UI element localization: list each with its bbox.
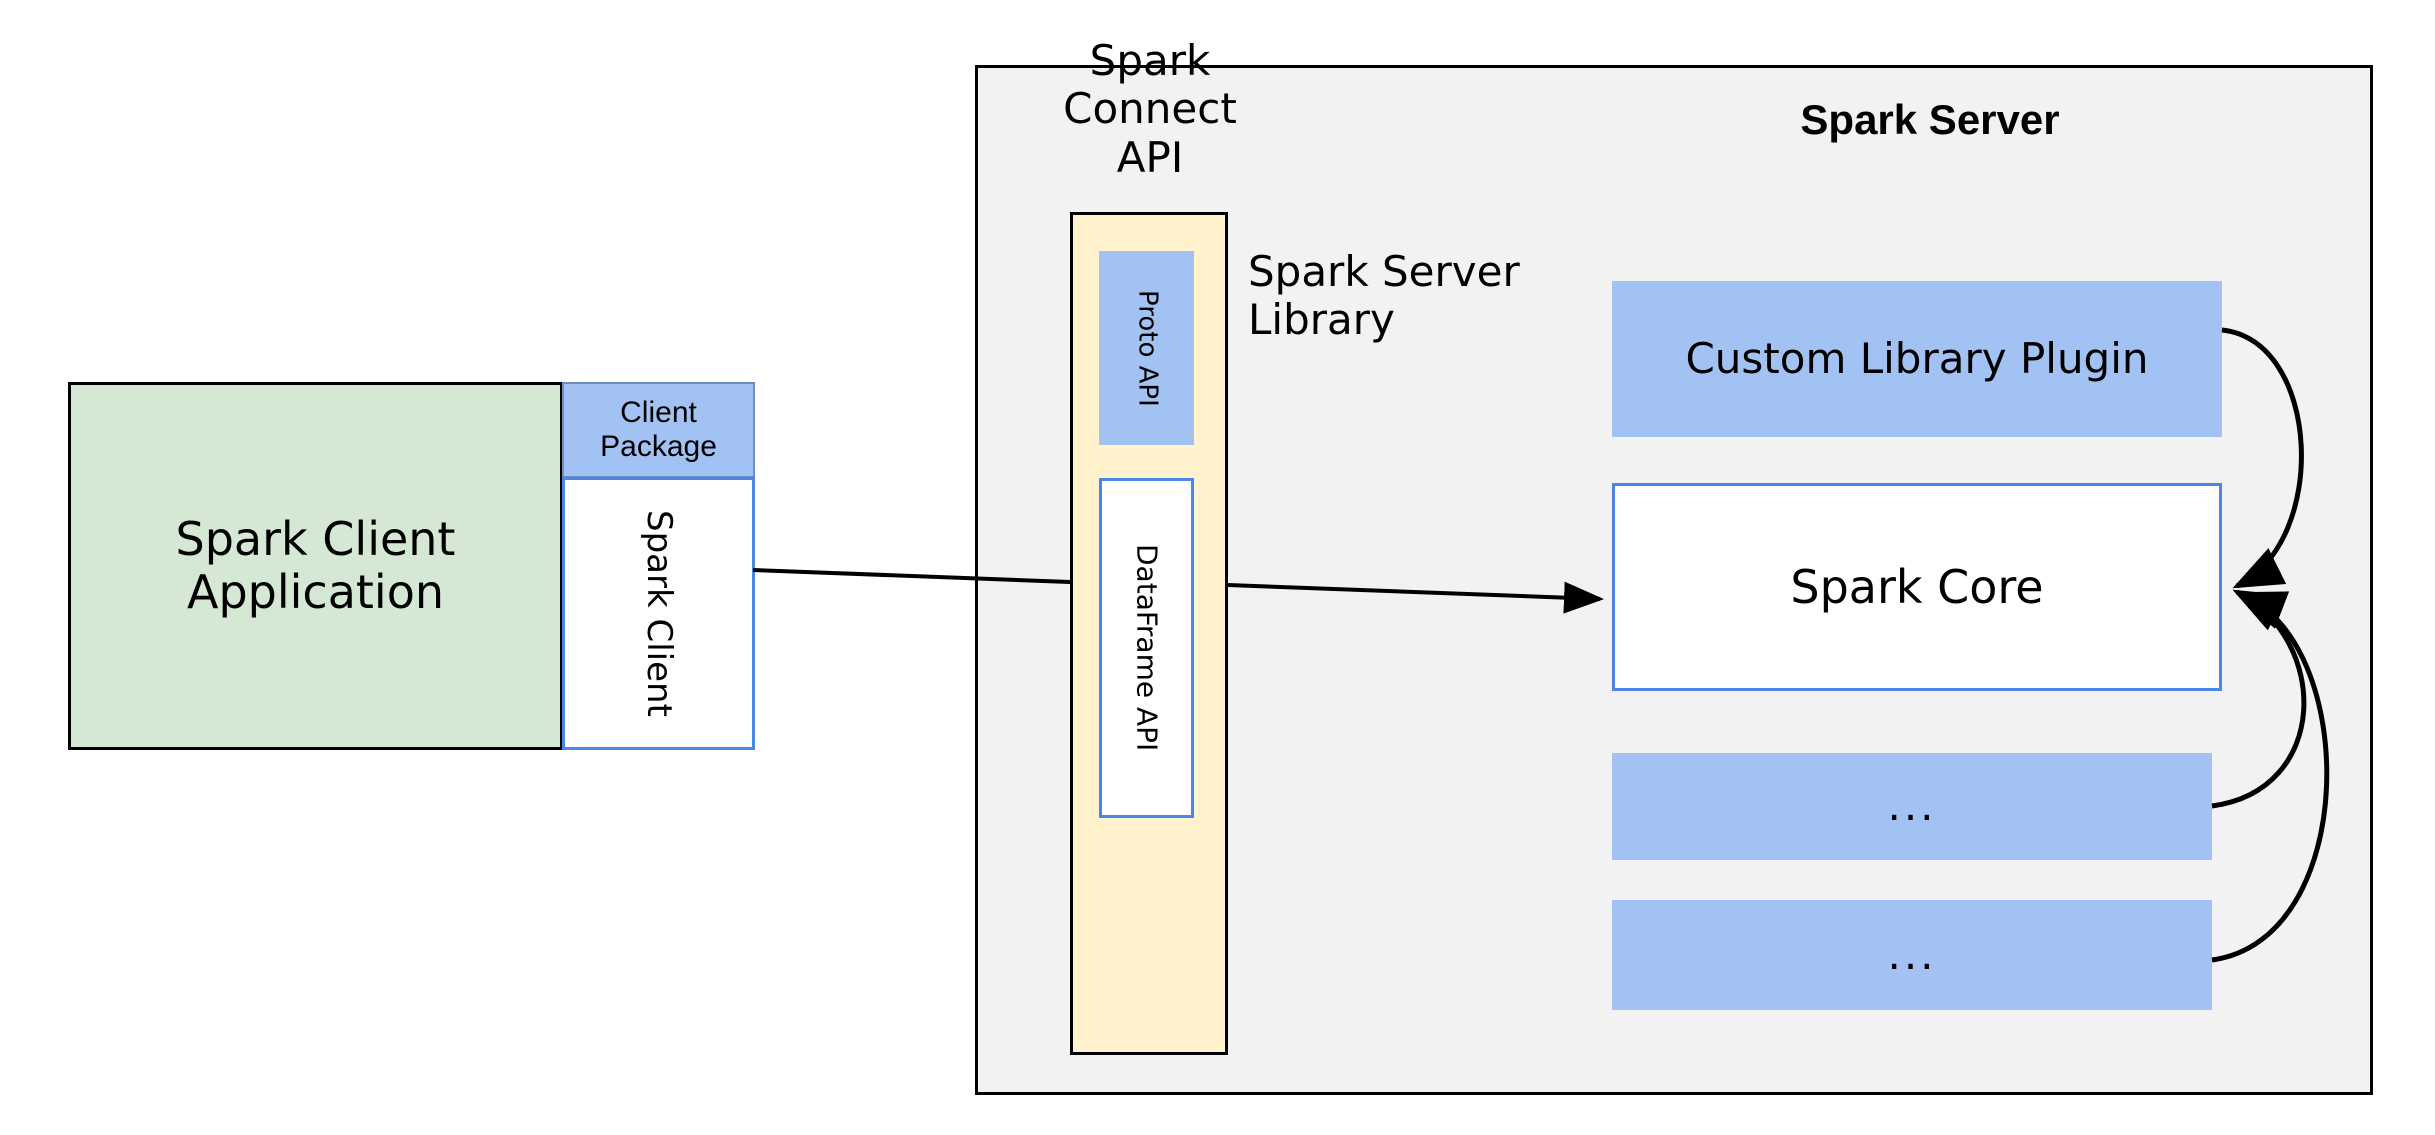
dataframe-api-box[interactable] (1099, 478, 1194, 818)
client-package-box[interactable] (562, 382, 755, 478)
custom-library-plugin-box[interactable] (1612, 281, 2222, 437)
module-ellipsis-2-box[interactable] (1612, 900, 2212, 1010)
spark-client-application-box[interactable] (68, 382, 563, 750)
spark-core-box[interactable] (1612, 483, 2222, 691)
proto-api-box[interactable] (1099, 251, 1194, 445)
spark-client-box[interactable] (562, 477, 755, 750)
module-ellipsis-1-box[interactable] (1612, 753, 2212, 860)
